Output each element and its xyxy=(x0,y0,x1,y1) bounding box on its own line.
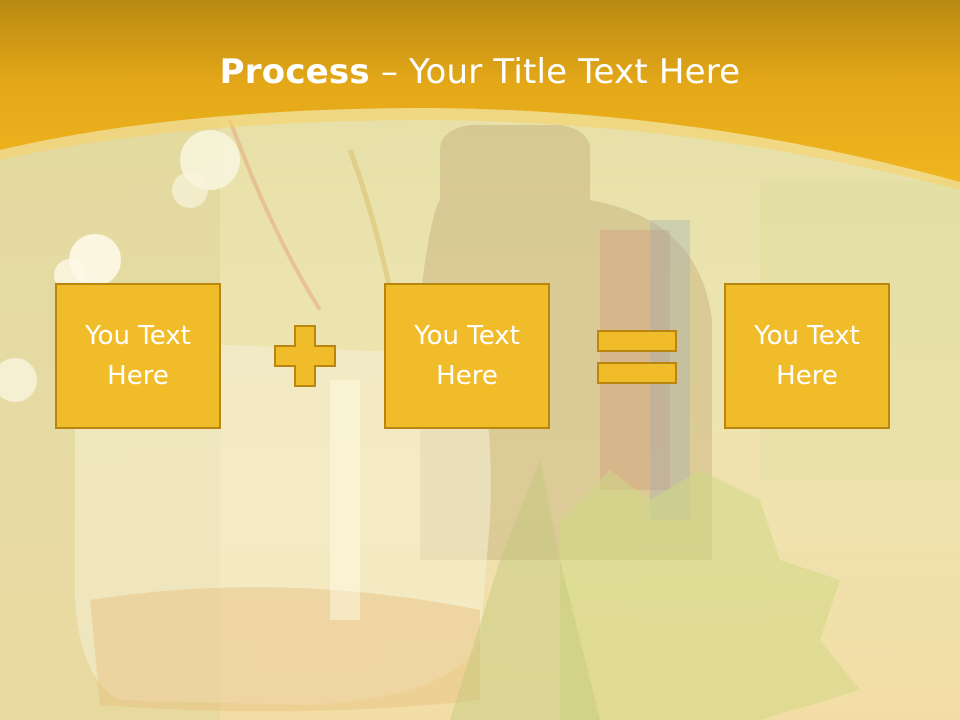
plus-icon xyxy=(274,325,336,387)
header-wave xyxy=(0,0,960,190)
title-rest: Your Title Text Here xyxy=(409,52,741,92)
process-box-2[interactable]: You Text Here xyxy=(384,283,550,429)
header-band: Process – Your Title Text Here xyxy=(0,0,960,200)
process-box-1-label: You Text Here xyxy=(85,321,191,391)
equals-icon xyxy=(597,330,677,384)
title-bold: Process xyxy=(219,52,370,92)
process-box-3-label: You Text Here xyxy=(754,321,860,391)
title-dash: – xyxy=(369,52,410,92)
process-box-3[interactable]: You Text Here xyxy=(724,283,890,429)
process-box-2-label: You Text Here xyxy=(414,321,520,391)
process-box-1[interactable]: You Text Here xyxy=(55,283,221,429)
slide-title: Process – Your Title Text Here xyxy=(0,52,960,92)
